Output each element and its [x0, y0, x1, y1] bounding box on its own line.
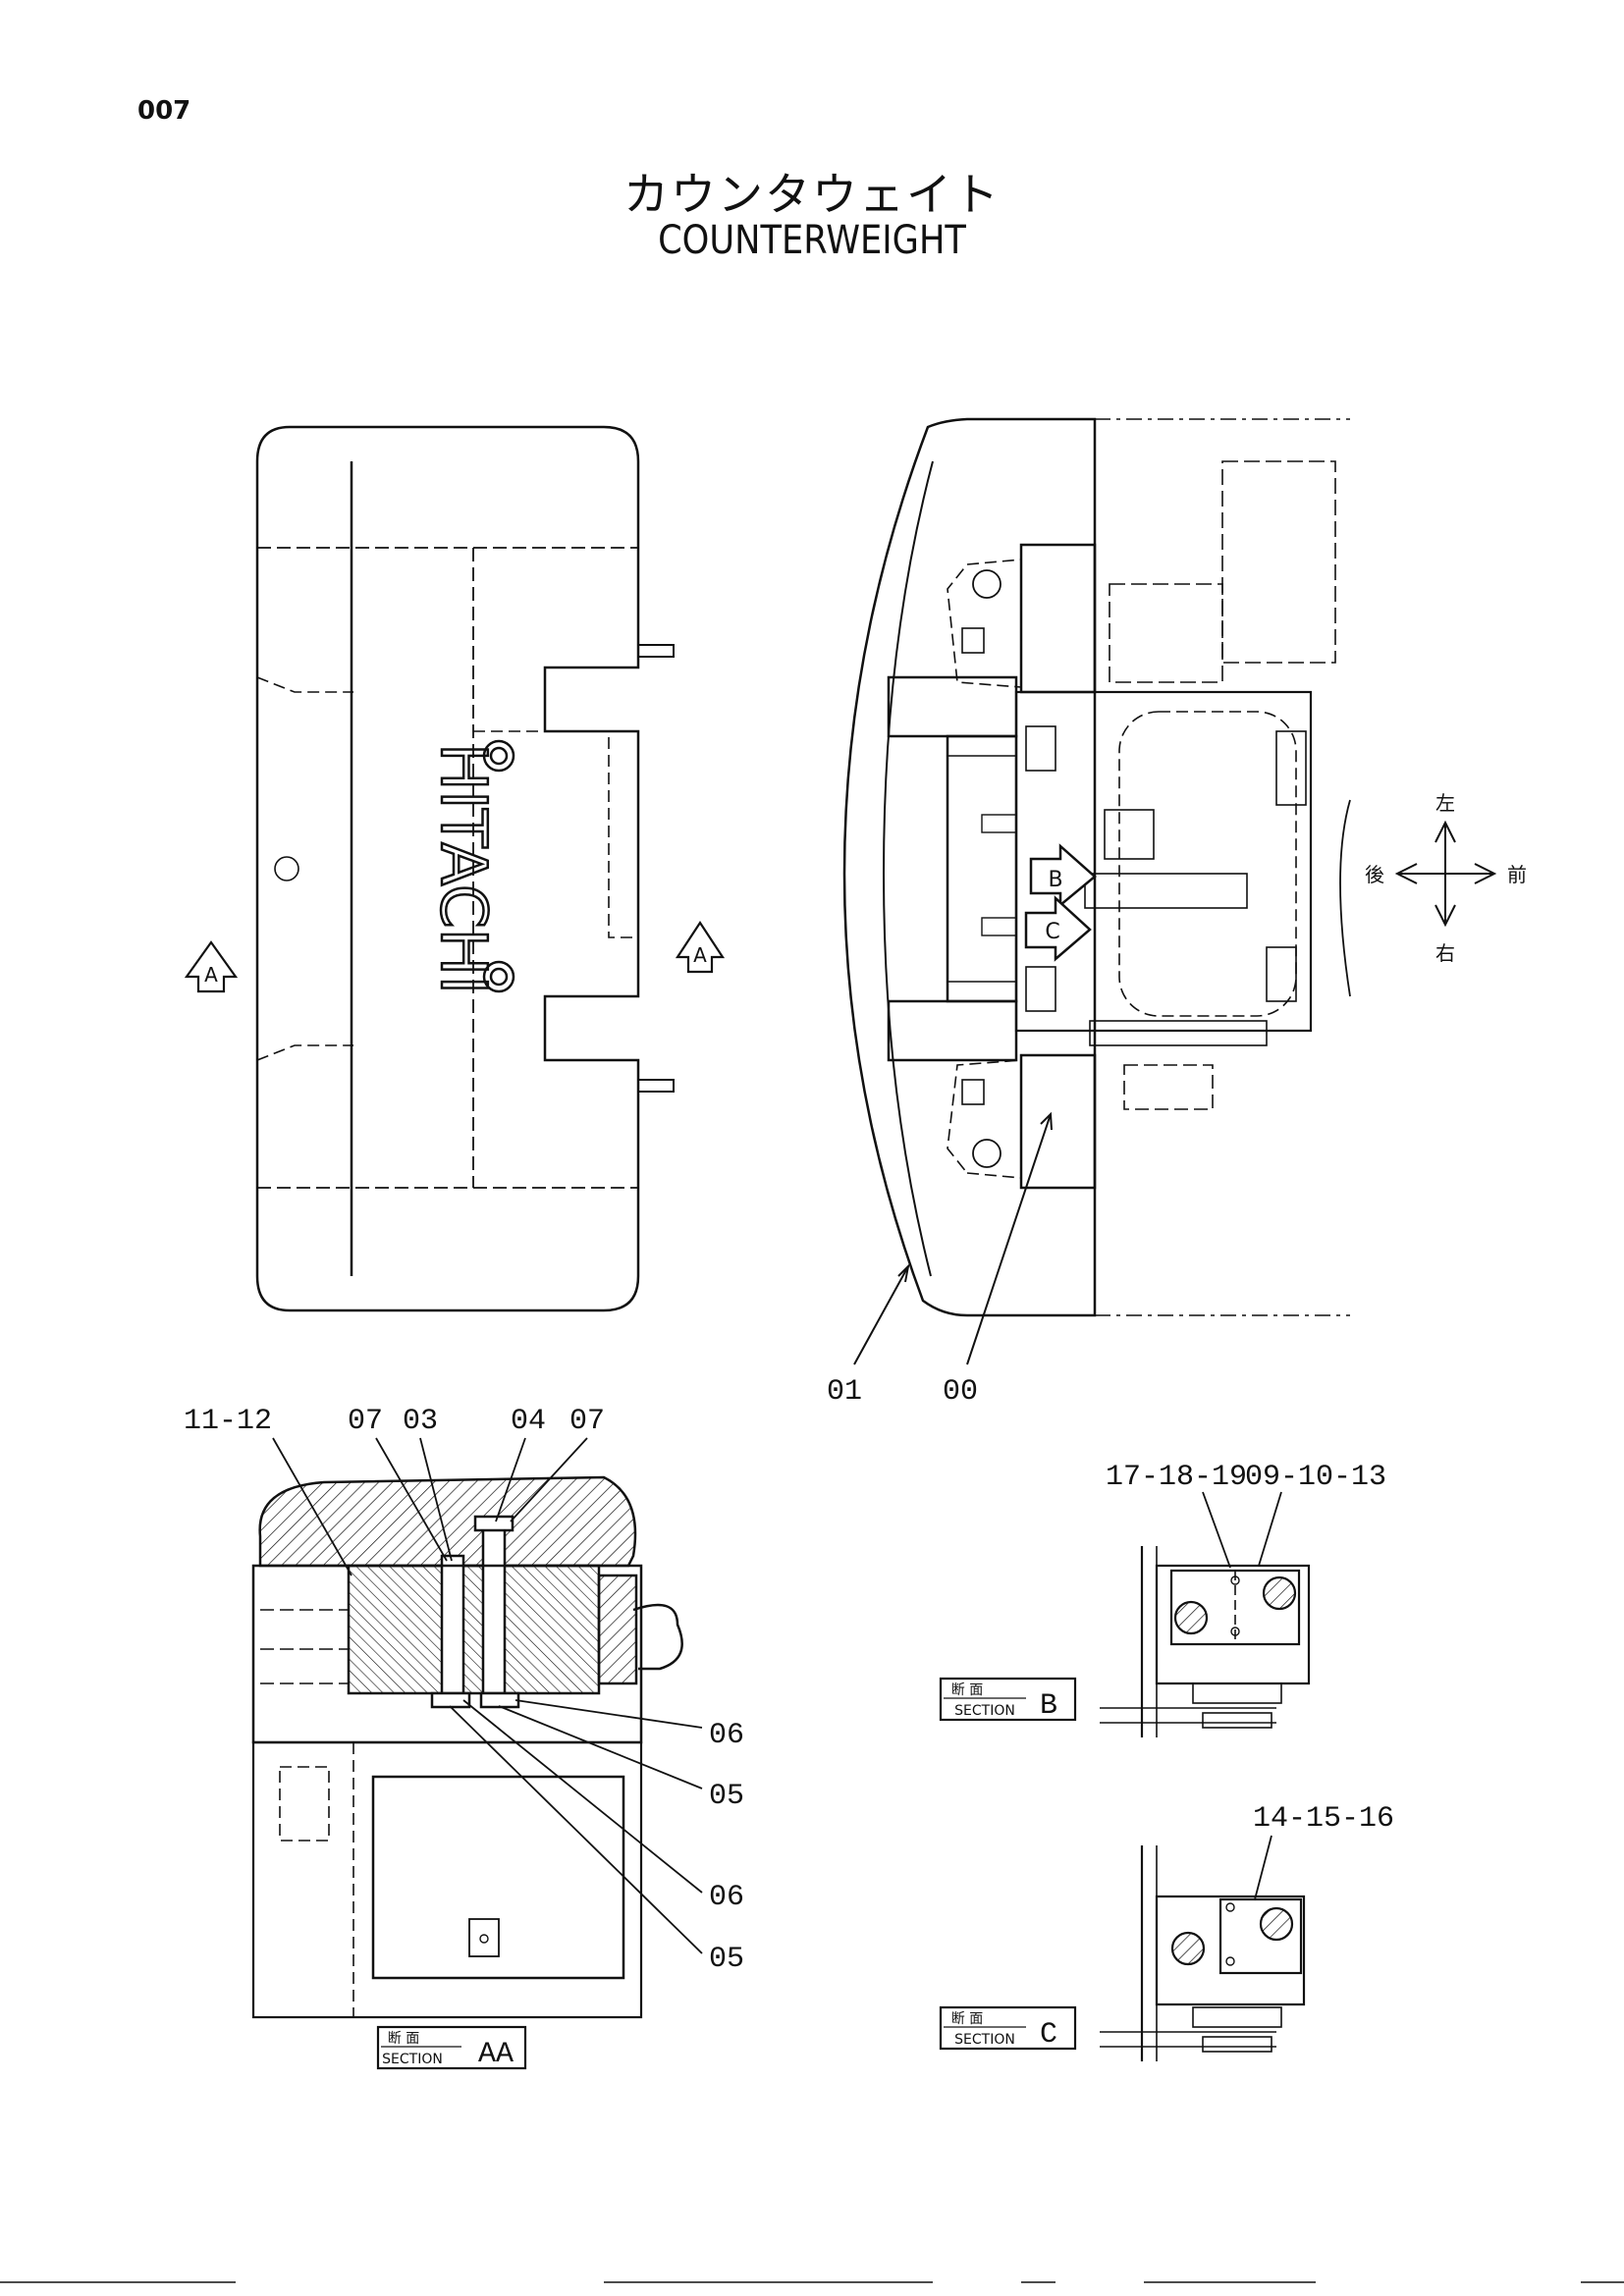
svg-text:AA: AA — [478, 2038, 514, 2071]
svg-text:断 面: 断 面 — [951, 2011, 983, 2027]
section-c-leaders — [1254, 1835, 1272, 1900]
title-japanese: カウンタウェイト — [623, 168, 1001, 221]
aa-label-07b: 07 — [569, 1405, 605, 1438]
c-label-14-15-16: 14-15-16 — [1253, 1802, 1394, 1836]
aa-label-06a: 06 — [709, 1719, 744, 1752]
counterweight-top-view — [255, 425, 675, 1312]
svg-text:SECTION: SECTION — [954, 2032, 1015, 2048]
aa-label-05b: 05 — [709, 1943, 744, 1976]
section-aa-leaders — [272, 1437, 703, 1954]
view-arrow-a-right: A — [675, 920, 726, 974]
svg-text:HITACHI: HITACHI — [426, 743, 499, 993]
svg-text:SECTION: SECTION — [382, 2052, 443, 2067]
direction-right-label: 右 — [1435, 941, 1455, 965]
svg-text:SECTION: SECTION — [954, 1703, 1015, 1719]
direction-left-label: 左 — [1435, 791, 1455, 815]
svg-text:断 面: 断 面 — [388, 2031, 419, 2047]
svg-text:断 面: 断 面 — [951, 1682, 983, 1698]
title-english: COUNTERWEIGHT — [658, 218, 966, 263]
aa-label-11-12: 11-12 — [184, 1405, 272, 1438]
view-arrow-a-left: A — [184, 940, 239, 993]
section-aa-tag: 断 面 SECTION AA — [376, 2025, 527, 2071]
part-label-01: 01 — [827, 1375, 862, 1409]
svg-text:B: B — [1040, 1689, 1057, 1723]
plan-leaders — [853, 1111, 1053, 1365]
callout-c: C — [1024, 895, 1092, 962]
svg-text:A: A — [204, 963, 218, 987]
section-b-drawing — [1100, 1546, 1311, 1737]
svg-text:C: C — [1045, 920, 1059, 944]
section-c-drawing — [1100, 1845, 1306, 2061]
aa-label-04: 04 — [511, 1405, 546, 1438]
b-label-17-18-19: 17-18-19 — [1106, 1461, 1247, 1494]
hitachi-logo: HITACHI — [425, 742, 501, 995]
machine-plan-view — [842, 417, 1351, 1317]
direction-rear-label: 後 — [1365, 863, 1384, 886]
svg-text:A: A — [693, 943, 707, 967]
direction-compass — [1394, 820, 1497, 928]
section-c-tag: 断 面 SECTION C — [939, 2005, 1077, 2052]
section-b-leaders — [1202, 1491, 1282, 1569]
page-number: 007 — [137, 96, 191, 126]
callout-b: B — [1029, 843, 1097, 908]
svg-text:B: B — [1048, 868, 1062, 892]
aa-label-03: 03 — [403, 1405, 438, 1438]
aa-label-06b: 06 — [709, 1881, 744, 1914]
aa-label-05a: 05 — [709, 1780, 744, 1813]
part-label-00: 00 — [943, 1375, 978, 1409]
b-label-09-10-13: 09-10-13 — [1245, 1461, 1386, 1494]
section-b-tag: 断 面 SECTION B — [939, 1677, 1077, 1723]
direction-front-label: 前 — [1507, 863, 1527, 886]
aa-label-07a: 07 — [348, 1405, 383, 1438]
svg-text:C: C — [1040, 2018, 1057, 2052]
section-aa-drawing — [251, 1475, 683, 2019]
